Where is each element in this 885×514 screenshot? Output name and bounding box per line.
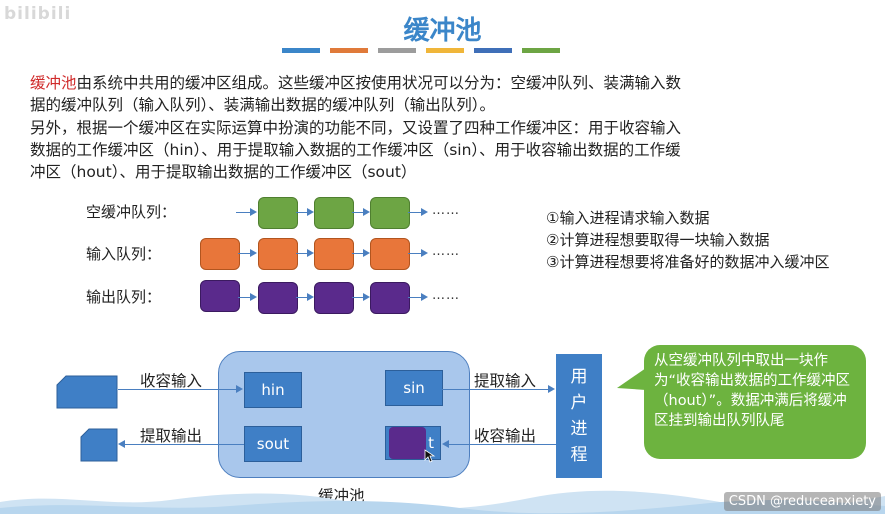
input-buffer-block — [314, 238, 354, 270]
collect-input-line — [118, 389, 236, 390]
step-2: ②计算进程想要取得一块输入数据 — [546, 231, 770, 249]
empty-buffer-block — [370, 197, 410, 229]
output-queue-label: 输出队列： — [86, 288, 162, 306]
arrow-left-icon — [118, 440, 125, 448]
sout-buffer: sout — [244, 426, 302, 462]
arrow-right-icon — [307, 249, 314, 257]
queue-link — [352, 297, 366, 298]
hout-buffer-label: t — [428, 434, 434, 452]
arrow-right-icon — [363, 293, 370, 301]
user-process-box: 用 户 进 程 — [556, 354, 602, 478]
queue-ellipsis: …… — [432, 288, 460, 303]
extract-output-label: 提取输出 — [140, 427, 203, 445]
callout-pointer — [617, 368, 646, 390]
arrow-right-icon — [250, 249, 257, 257]
arrow-right-icon — [421, 249, 428, 257]
intro-line-3: 另外，根据一个缓冲区在实际运算中扮演的功能不同，又设置了四种工作缓冲区：用于收容… — [30, 119, 682, 137]
empty-buffer-block — [314, 197, 354, 229]
queue-link — [352, 253, 366, 254]
output-buffer-block — [200, 280, 240, 312]
intro-line-4: 数据的工作缓冲区（hin）、用于提取输入数据的工作缓冲区（sin）、用于收容输出… — [30, 141, 681, 159]
swatch-2 — [330, 48, 368, 53]
swatch-6 — [522, 48, 560, 53]
arrow-right-icon — [236, 385, 243, 393]
swatch-3 — [378, 48, 416, 53]
queue-link — [238, 297, 252, 298]
mouse-cursor-icon — [424, 449, 436, 463]
slide-title: 缓冲池 — [403, 16, 482, 46]
output-buffer-block — [370, 282, 410, 314]
arrow-right-icon — [421, 208, 428, 216]
queue-ellipsis: …… — [432, 244, 460, 259]
empty-buffer-block — [258, 197, 298, 229]
queue-link — [408, 212, 424, 213]
hin-buffer: hin — [244, 372, 302, 408]
swatch-5 — [474, 48, 512, 53]
extract-input-label: 提取输入 — [474, 372, 537, 390]
output-buffer-block — [258, 282, 298, 314]
intro-term: 缓冲池 — [30, 74, 77, 92]
queue-link — [296, 253, 310, 254]
input-buffer-block — [258, 238, 298, 270]
arrow-right-icon — [548, 385, 555, 393]
queue-link — [408, 253, 424, 254]
queue-link — [296, 212, 310, 213]
queue-link — [238, 253, 252, 254]
output-device-icon — [80, 428, 118, 462]
arrow-right-icon — [307, 208, 314, 216]
queue-link — [408, 297, 424, 298]
intro-line-1-rest: 由系统中共用的缓冲区组成。这些缓冲区按使用状况可以分为：空缓冲队列、装满输入数 — [76, 74, 682, 92]
intro-line-1: 缓冲池由系统中共用的缓冲区组成。这些缓冲区按使用状况可以分为：空缓冲队列、装满输… — [30, 72, 810, 94]
extract-output-line — [125, 444, 244, 445]
intro-line-5: 冲区（hout）、用于提取输出数据的工作缓冲区（sout） — [30, 163, 417, 181]
arrow-right-icon — [363, 249, 370, 257]
sin-buffer: sin — [385, 370, 443, 406]
input-queue-label: 输入队列： — [86, 245, 162, 263]
step-3: ③计算进程想要将准备好的数据冲入缓冲区 — [546, 253, 830, 271]
arrow-right-icon — [250, 293, 257, 301]
user-process-char: 进 — [570, 419, 588, 439]
user-process-char: 用 — [570, 367, 588, 387]
csdn-credit: CSDN @reduceanxiety — [723, 492, 881, 511]
bottom-wave-decoration — [0, 490, 885, 514]
user-process-char: 程 — [570, 445, 588, 465]
arrow-right-icon — [250, 208, 257, 216]
collect-input-label: 收容输入 — [140, 372, 203, 390]
arrow-left-icon — [442, 440, 449, 448]
bilibili-watermark: bilibili — [4, 4, 72, 24]
queue-link — [296, 297, 310, 298]
swatch-1 — [282, 48, 320, 53]
output-buffer-overlay — [389, 427, 426, 459]
input-device-icon — [56, 375, 118, 409]
title-color-bar — [282, 48, 560, 53]
collect-output-line — [449, 444, 556, 445]
extract-input-line — [442, 389, 548, 390]
queue-ellipsis: …… — [432, 203, 460, 218]
arrow-right-icon — [363, 208, 370, 216]
user-process-char: 户 — [570, 393, 588, 413]
empty-queue-label: 空缓冲队列： — [86, 203, 177, 221]
input-buffer-block — [200, 238, 240, 270]
step-1: ①输入进程请求输入数据 — [546, 209, 710, 227]
swatch-4 — [426, 48, 464, 53]
input-buffer-block — [370, 238, 410, 270]
arrow-right-icon — [307, 293, 314, 301]
arrow-right-icon — [421, 293, 428, 301]
queue-link — [236, 212, 254, 213]
callout-bubble: 从空缓冲队列中取出一块作为“收容输出数据的工作缓冲区（hout）”。数据冲满后将… — [644, 345, 866, 459]
output-buffer-block — [314, 282, 354, 314]
intro-line-2: 据的缓冲队列（输入队列）、装满输出数据的缓冲队列（输出队列）。 — [30, 96, 496, 114]
collect-output-label: 收容输出 — [474, 427, 537, 445]
queue-link — [352, 212, 366, 213]
